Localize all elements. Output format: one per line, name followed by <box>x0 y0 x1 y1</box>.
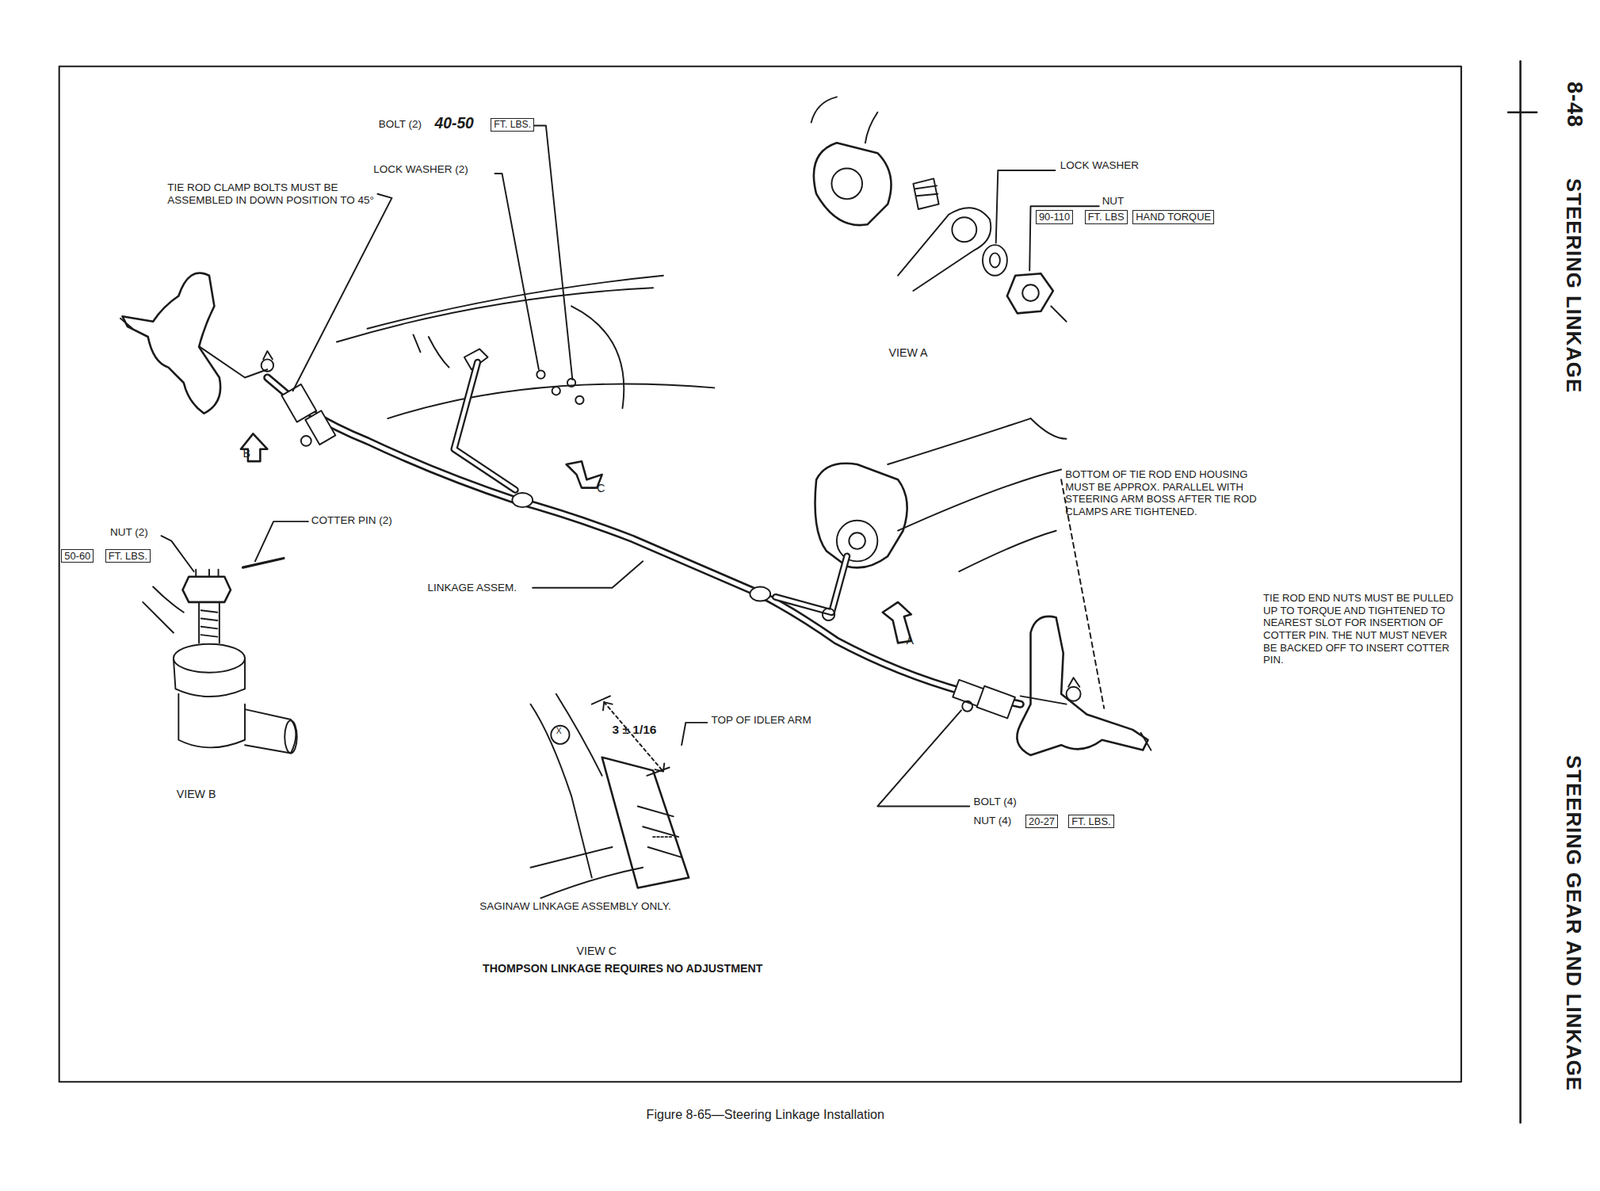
part-label: TOP OF IDLER ARM <box>710 714 811 727</box>
part-label: NUT <box>1102 194 1125 208</box>
torque-value: 20-27 <box>1025 814 1058 829</box>
dimension: 3 ± 1/16 <box>612 722 657 738</box>
view-arrow-letter: C <box>596 481 605 496</box>
part-label: NUT (2) <box>110 526 149 539</box>
figure-caption: Figure 8-65—Steering Linkage Installatio… <box>646 1107 885 1123</box>
unit-box: FT. LBS. <box>1068 814 1114 829</box>
section-head: STEERING GEAR AND LINKAGE <box>1561 755 1586 1092</box>
view-label: VIEW B <box>176 787 217 802</box>
note: TIE ROD END NUTS MUST BE PULLED UP TO TO… <box>1263 591 1458 667</box>
note: SAGINAW LINKAGE ASSEMBLY ONLY. <box>479 900 672 913</box>
running-head: STEERING LINKAGE <box>1561 178 1586 394</box>
unit-box: FT. LBS. <box>490 118 535 132</box>
part-label: BOLT (2) <box>378 118 422 131</box>
view-label: VIEW C <box>576 944 617 959</box>
view-label: VIEW A <box>889 346 928 360</box>
torque-value: 40-50 <box>435 114 474 133</box>
page-number: 8-48 <box>1561 81 1587 128</box>
torque-value: 90-110 <box>1035 210 1074 224</box>
unit-box: FT. LBS <box>1084 210 1128 224</box>
torque-value: 50-60 <box>61 549 94 563</box>
part-label: BOLT (4) <box>973 795 1016 809</box>
view-arrow-letter: A <box>905 633 913 648</box>
reference-mark: X <box>556 726 562 737</box>
part-label: LOCK WASHER (2) <box>373 163 469 176</box>
note: TIE ROD CLAMP BOLTS MUST BE ASSEMBLED IN… <box>167 181 387 207</box>
unit-box: HAND TORQUE <box>1132 210 1215 224</box>
part-label: LINKAGE ASSEM. <box>427 581 518 595</box>
part-label: COTTER PIN (2) <box>311 514 393 527</box>
part-label: NUT (4) <box>973 814 1012 828</box>
note: BOTTOM OF TIE ROD END HOUSING MUST BE AP… <box>1065 468 1261 519</box>
view-arrow-letter: B <box>242 446 250 461</box>
unit-box: FT. LBS. <box>105 549 151 563</box>
part-label: LOCK WASHER <box>1060 159 1139 172</box>
note: THOMPSON LINKAGE REQUIRES NO ADJUSTMENT <box>482 962 763 976</box>
